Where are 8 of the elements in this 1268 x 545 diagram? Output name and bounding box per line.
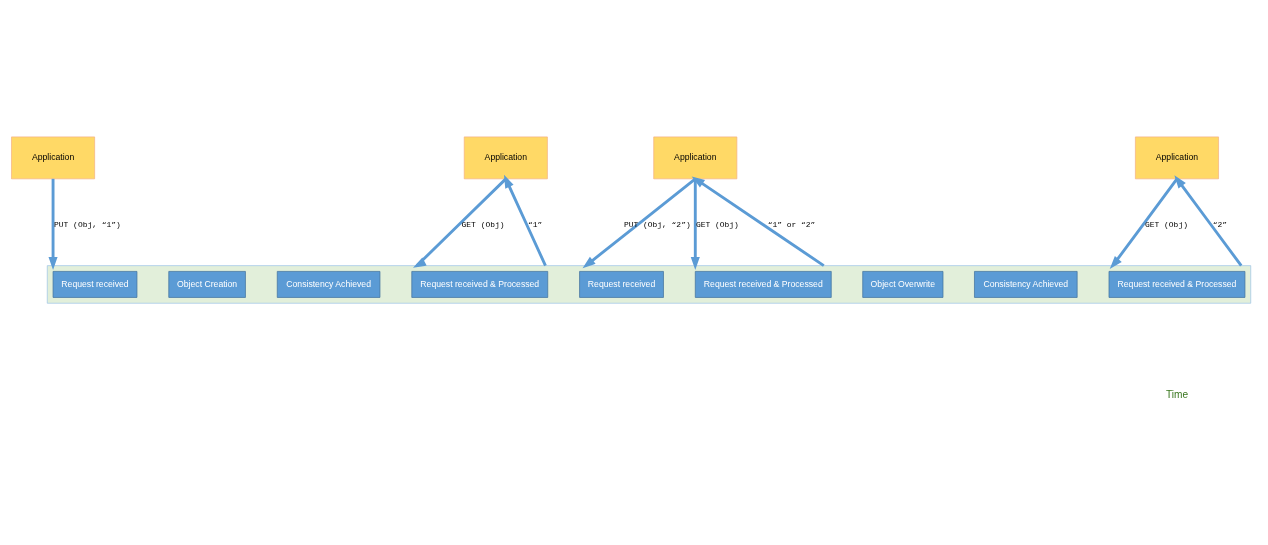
edge-label: GET (Obj) <box>461 220 505 230</box>
edge-label: GET (Obj) <box>695 220 739 230</box>
edge-label: “1” <box>527 220 543 230</box>
edge-label: PUT (Obj, “1”) <box>54 220 121 230</box>
edge-label: GET (Obj) <box>1145 220 1188 230</box>
edge-label: “2” <box>1212 220 1228 230</box>
edge-label: “1” or “2” <box>767 220 816 230</box>
label: Time <box>1165 388 1189 400</box>
